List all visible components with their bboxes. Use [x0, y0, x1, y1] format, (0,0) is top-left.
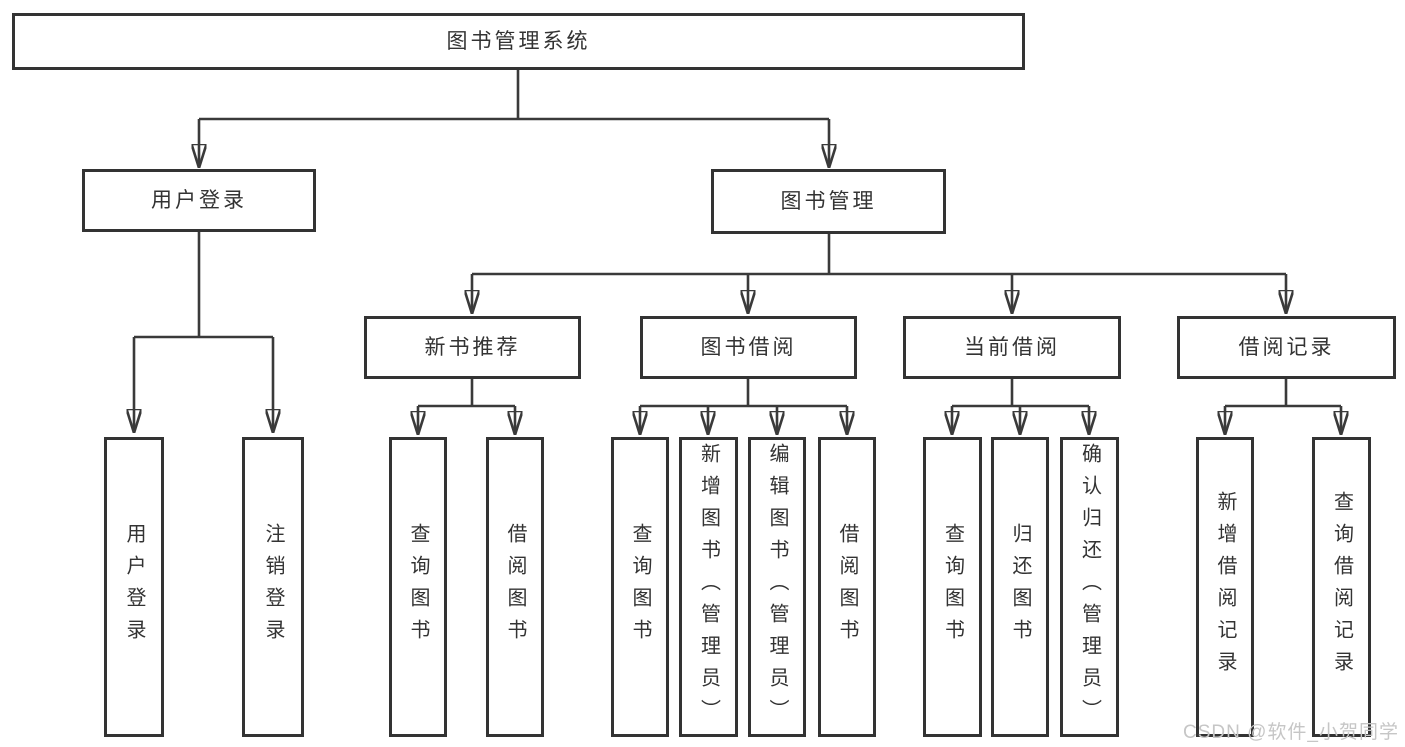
node-leaf-recommend-query-books: 查询图书	[389, 437, 447, 737]
node-leaf-edit-books-admin: 编辑图书（管理员）	[748, 437, 806, 737]
node-leaf-borrowing-borrow-books: 借阅图书	[818, 437, 876, 737]
node-leaf-user-login: 用户登录	[104, 437, 164, 737]
connector-new-book-recommend-children	[418, 379, 515, 433]
connector-user-login-children	[134, 232, 273, 431]
node-leaf-recommend-borrow-books: 借阅图书	[486, 437, 544, 737]
connector-borrowing-records-children	[1225, 379, 1341, 433]
node-leaf-logout: 注销登录	[242, 437, 304, 737]
node-borrowing-records: 借阅记录	[1177, 316, 1396, 379]
node-user-login: 用户登录	[82, 169, 316, 232]
node-leaf-add-borrow-record: 新增借阅记录	[1196, 437, 1254, 737]
node-book-borrowing: 图书借阅	[640, 316, 857, 379]
node-leaf-query-borrow-record: 查询借阅记录	[1312, 437, 1371, 737]
connector-current-borrowing-children	[952, 379, 1089, 433]
node-root-library-system: 图书管理系统	[12, 13, 1025, 70]
node-leaf-add-books-admin: 新增图书（管理员）	[679, 437, 738, 737]
csdn-watermark: CSDN @软件_小贺同学	[1183, 722, 1399, 743]
node-leaf-return-books: 归还图书	[991, 437, 1049, 737]
node-leaf-confirm-return-admin: 确认归还（管理员）	[1060, 437, 1119, 737]
node-leaf-current-query-books: 查询图书	[923, 437, 982, 737]
connector-book-borrowing-children	[640, 379, 847, 433]
node-leaf-borrowing-query-books: 查询图书	[611, 437, 669, 737]
node-new-book-recommend: 新书推荐	[364, 316, 581, 379]
connector-book-management-sections	[472, 234, 1286, 312]
node-current-borrowing: 当前借阅	[903, 316, 1121, 379]
node-book-management: 图书管理	[711, 169, 946, 234]
connector-root-to-level2	[199, 70, 829, 166]
